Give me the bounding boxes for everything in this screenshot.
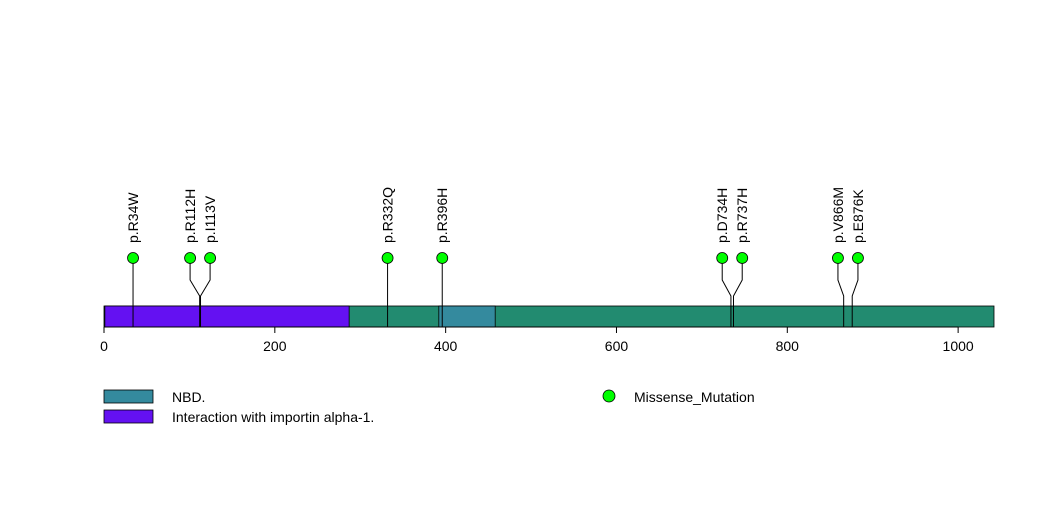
legend-label-nbd: NBD. bbox=[172, 389, 205, 405]
x-tick-label-1: 200 bbox=[263, 338, 287, 354]
mutation-stem-6 bbox=[732, 258, 743, 327]
mutation-stem-1 bbox=[189, 258, 201, 327]
mutation-marker-4 bbox=[436, 252, 449, 264]
mutation-label-2: p.I113V bbox=[202, 195, 218, 243]
legend-label-missense: Missense_Mutation bbox=[634, 389, 755, 405]
mutation-label-7: p.V866M bbox=[830, 187, 846, 243]
x-tick-label-4: 800 bbox=[776, 338, 800, 354]
mutation-label-1: p.R112H bbox=[182, 189, 198, 243]
mutation-label-8: p.E876K bbox=[850, 189, 866, 243]
mutation-label-3: p.R332Q bbox=[380, 187, 396, 243]
legend-label-importin: Interaction with importin alpha-1. bbox=[172, 409, 374, 425]
mutation-label-5: p.D734H bbox=[714, 188, 730, 243]
mutation-label-4: p.R396H bbox=[434, 188, 450, 243]
x-tick-label-0: 0 bbox=[100, 338, 108, 354]
domain-1 bbox=[438, 305, 496, 328]
mutation-stem-8 bbox=[851, 258, 859, 327]
domain-0 bbox=[104, 305, 350, 328]
mutation-stem-2 bbox=[200, 258, 211, 327]
x-tick-label-2: 400 bbox=[434, 338, 458, 354]
mutation-stems bbox=[132, 258, 859, 327]
mutation-marker-5 bbox=[716, 252, 729, 264]
mutation-marker-7 bbox=[832, 252, 844, 264]
x-axis: 0 200 400 600 800 1000 bbox=[100, 326, 974, 354]
mutation-marker-8 bbox=[852, 252, 864, 264]
mutation-marker-1 bbox=[184, 252, 196, 264]
mutation-stem-5 bbox=[721, 258, 732, 327]
mutation-marker-6 bbox=[736, 252, 749, 264]
mutation-label-0: p.R34W bbox=[125, 192, 141, 243]
mutation-marker-0 bbox=[127, 252, 139, 264]
mutation-marker-2 bbox=[204, 252, 216, 264]
mutation-markers bbox=[127, 252, 864, 264]
legend-swatch-nbd bbox=[103, 389, 154, 404]
mutation-stem-7 bbox=[837, 258, 845, 327]
x-tick-label-3: 600 bbox=[605, 338, 629, 354]
protein-track bbox=[103, 305, 995, 328]
legend: NBD. Interaction with importin alpha-1. … bbox=[103, 389, 755, 425]
mutation-marker-3 bbox=[381, 252, 394, 264]
legend-missense-marker bbox=[602, 389, 616, 403]
x-tick-label-5: 1000 bbox=[943, 338, 974, 354]
legend-swatch-importin bbox=[103, 409, 154, 424]
mutation-label-6: p.R737H bbox=[734, 188, 750, 243]
